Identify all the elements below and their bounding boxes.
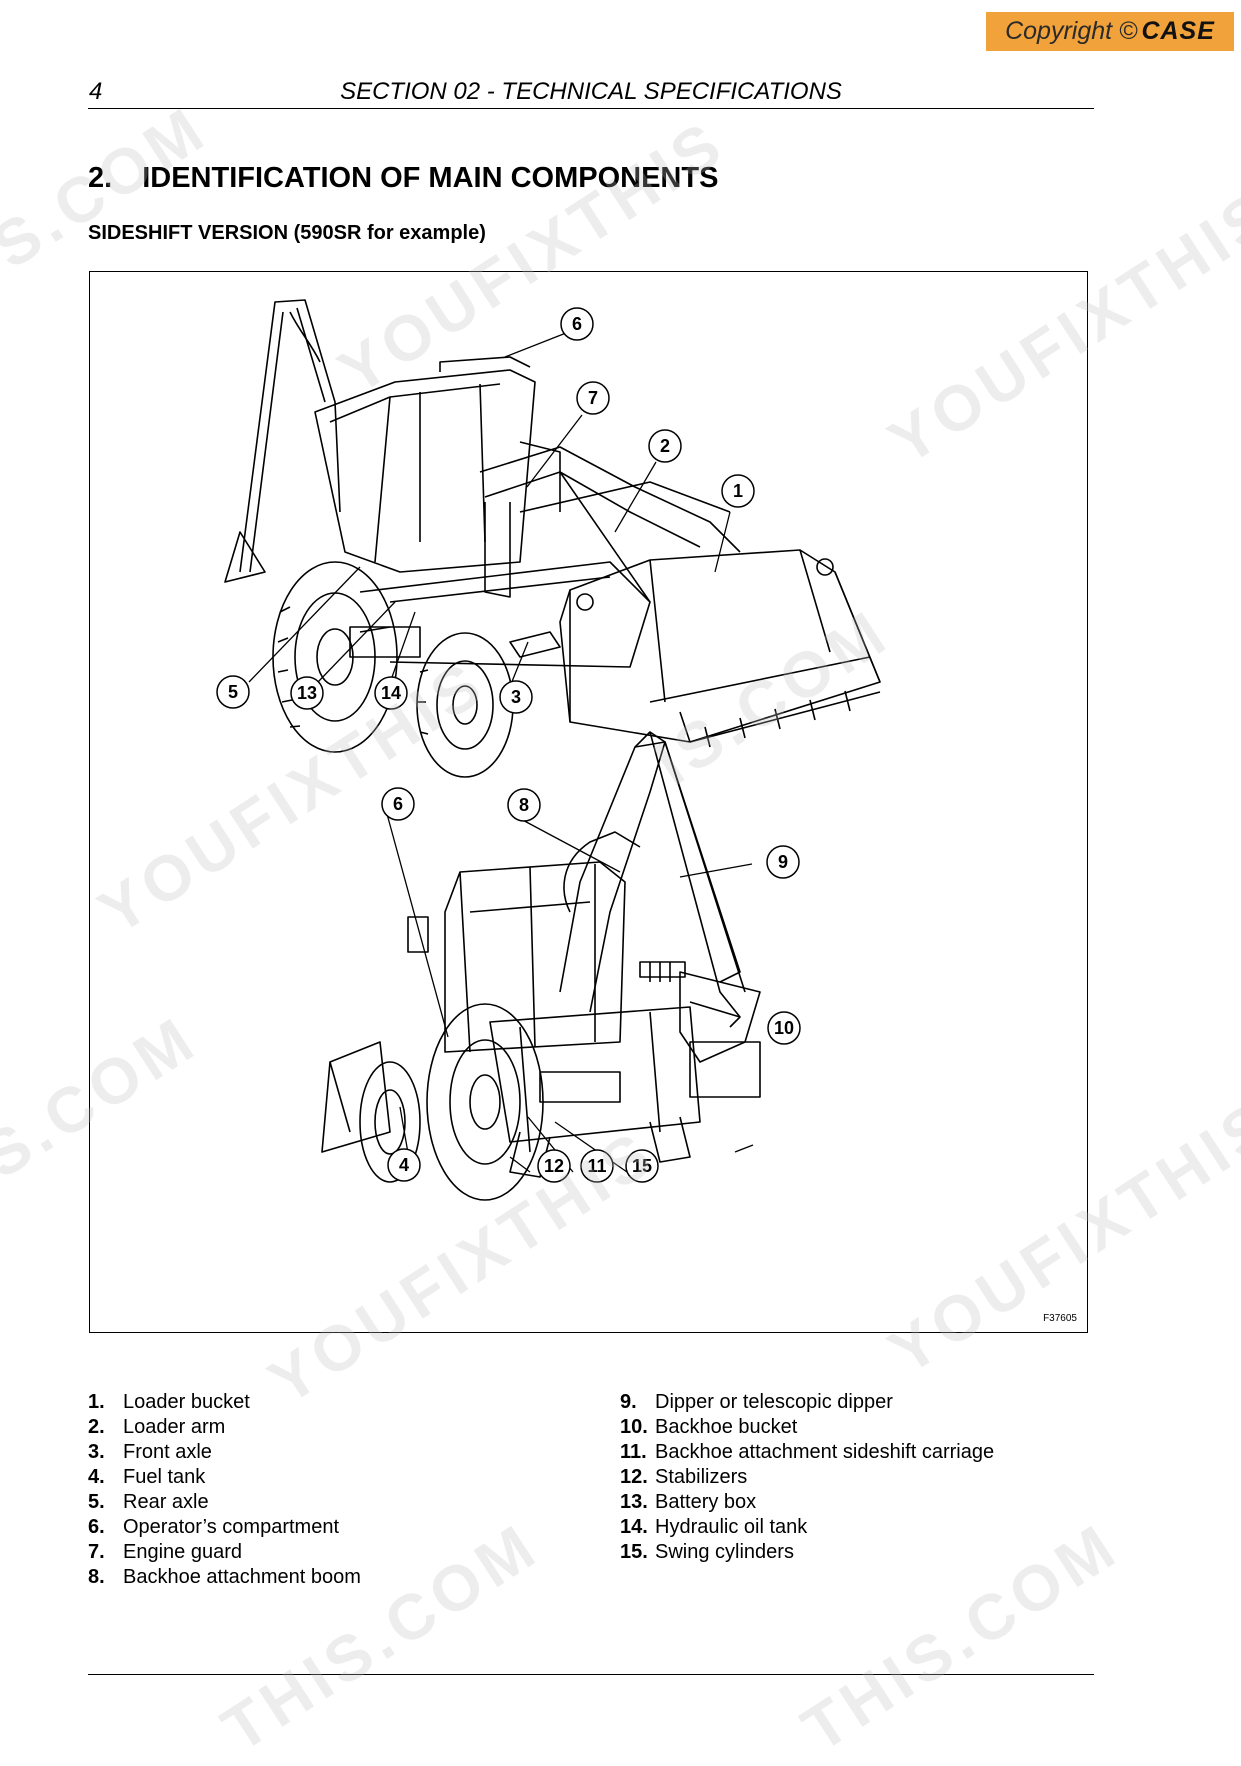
legend-label: Backhoe bucket: [655, 1416, 798, 1438]
heading-number: 2.: [88, 162, 113, 194]
legend-num: 1.: [88, 1391, 105, 1413]
legend-item: 3. Front axle: [88, 1440, 361, 1465]
bottom-machine-drawing: [321, 731, 761, 1201]
copyright-badge: Copyright © CASE: [986, 12, 1234, 51]
heading-title: IDENTIFICATION OF MAIN COMPONENTS: [142, 162, 719, 194]
callout-6-top: 6: [572, 314, 582, 334]
legend-item: 8. Backhoe attachment boom: [88, 1565, 361, 1590]
legend-label: Backhoe attachment boom: [123, 1566, 361, 1588]
callout-8: 8: [519, 795, 529, 815]
figure-code: F37605: [1043, 1313, 1077, 1324]
legend-num: 9.: [620, 1391, 637, 1413]
legend-label: Stabilizers: [655, 1466, 748, 1488]
callout-6-bottom: 6: [393, 794, 403, 814]
backhoe-illustration: 6 7 2 1 5 13 14 3 6 8 9 10 4 12 11 15: [216, 299, 881, 1201]
legend-item: 10. Backhoe bucket: [620, 1415, 994, 1440]
top-machine-drawing: [224, 299, 881, 778]
legend-num: 13.: [620, 1491, 648, 1513]
callout-5: 5: [228, 682, 238, 702]
legend-label: Fuel tank: [123, 1466, 206, 1488]
callout-11: 11: [587, 1156, 606, 1176]
legend-item: 4. Fuel tank: [88, 1465, 361, 1490]
legend-num: 8.: [88, 1566, 105, 1588]
legend-right: 9. Dipper or telescopic dipper 10. Backhoe…: [620, 1390, 994, 1565]
legend-item: 2. Loader arm: [88, 1415, 361, 1440]
callout-12: 12: [544, 1156, 564, 1176]
legend-num: 12.: [620, 1466, 648, 1488]
legend-item: 15. Swing cylinders: [620, 1540, 994, 1565]
legend-left: 1. Loader bucket 2. Loader arm 3. Front axl…: [88, 1390, 361, 1590]
legend-label: Dipper or telescopic dipper: [655, 1391, 893, 1413]
legend-label: Front axle: [123, 1441, 212, 1463]
callout-2: 2: [660, 436, 670, 456]
legend-label: Swing cylinders: [655, 1541, 794, 1563]
legend-label: Hydraulic oil tank: [655, 1516, 808, 1538]
page-heading: 2. IDENTIFICATION OF MAIN COMPONENTS: [88, 162, 718, 195]
case-logo: CASE: [1141, 17, 1215, 45]
legend-label: Loader arm: [123, 1416, 226, 1438]
leader-lines: [248, 332, 754, 1173]
subheading: SIDESHIFT VERSION (590SR for example): [88, 222, 486, 244]
callout-7: 7: [588, 388, 598, 408]
legend-label: Rear axle: [123, 1491, 209, 1513]
legend-num: 3.: [88, 1441, 105, 1463]
legend-num: 5.: [88, 1491, 105, 1513]
legend-item: 11. Backhoe attachment sideshift carriage: [620, 1440, 994, 1465]
legend-item: 7. Engine guard: [88, 1540, 361, 1565]
legend-label: Loader bucket: [123, 1391, 250, 1413]
legend-item: 13. Battery box: [620, 1490, 994, 1515]
legend-num: 10.: [620, 1416, 648, 1438]
callout-15: 15: [632, 1156, 652, 1176]
callout-4: 4: [399, 1155, 409, 1175]
callout-9: 9: [778, 852, 788, 872]
legend-num: 11.: [620, 1441, 647, 1463]
page-number: 4: [89, 78, 103, 105]
legend-item: 9. Dipper or telescopic dipper: [620, 1390, 994, 1415]
legend-num: 7.: [88, 1541, 105, 1563]
legend-item: 12. Stabilizers: [620, 1465, 994, 1490]
legend-num: 4.: [88, 1466, 105, 1488]
callout-13: 13: [297, 683, 317, 703]
legend-item: 14. Hydraulic oil tank: [620, 1515, 994, 1540]
section-title: SECTION 02 - TECHNICAL SPECIFICATIONS: [340, 78, 842, 105]
callout-10: 10: [774, 1018, 794, 1038]
callout-3: 3: [511, 687, 521, 707]
page-header: 4 SECTION 02 - TECHNICAL SPECIFICATIONS: [88, 78, 1094, 109]
copyright-text: Copyright ©: [1005, 17, 1138, 45]
legend-num: 14.: [620, 1516, 648, 1538]
legend-item: 6. Operator’s compartment: [88, 1515, 361, 1540]
callout-circles: [216, 307, 801, 1183]
legend-item: 1. Loader bucket: [88, 1390, 361, 1415]
legend-label: Battery box: [655, 1491, 757, 1513]
legend-label: Backhoe attachment sideshift carriage: [655, 1441, 995, 1463]
legend-num: 15.: [620, 1541, 648, 1563]
callout-14: 14: [381, 683, 401, 703]
legend-num: 2.: [88, 1416, 105, 1438]
components-figure: 6 7 2 1 5 13 14 3 6 8 9 10 4 12 11 15 F3…: [89, 271, 1088, 1333]
legend-label: Operator’s compartment: [123, 1516, 340, 1538]
footer-rule: [88, 1674, 1094, 1675]
callout-1: 1: [733, 481, 743, 501]
legend-item: 5. Rear axle: [88, 1490, 361, 1515]
legend-label: Engine guard: [123, 1541, 242, 1563]
legend-num: 6.: [88, 1516, 105, 1538]
